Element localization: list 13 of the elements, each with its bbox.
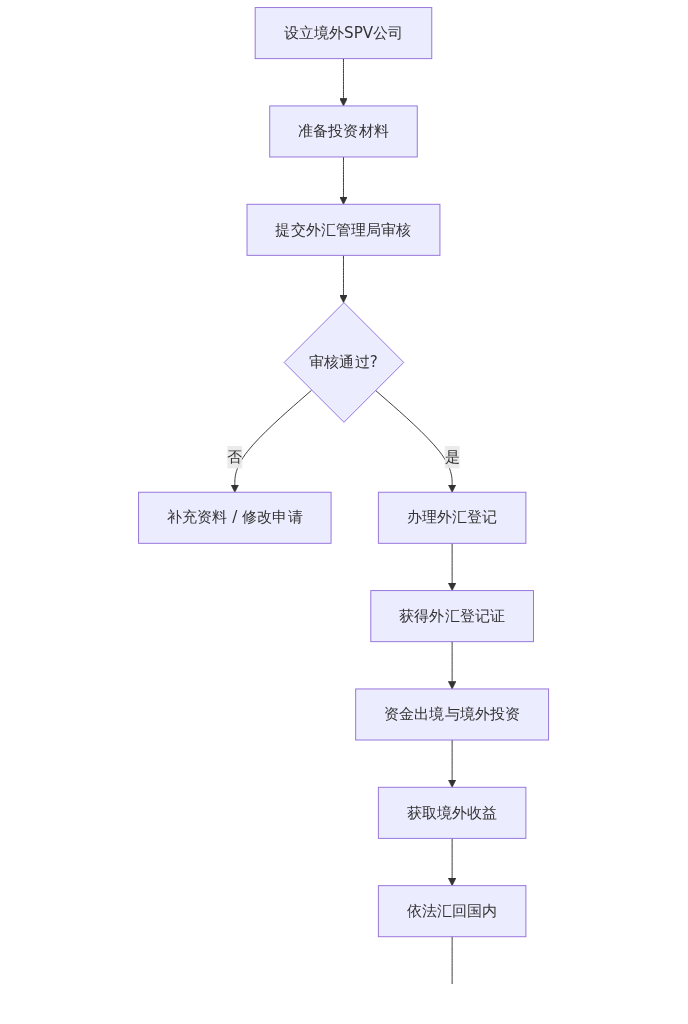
- node-box: 获取境外收益: [378, 786, 527, 839]
- edge-label: 是: [444, 447, 461, 466]
- node-box: 办理外汇登记: [378, 491, 527, 544]
- edge-label: 否: [227, 447, 243, 466]
- node-box: 设立境外SPV公司: [255, 7, 433, 60]
- node-box: 获得外汇登记证: [370, 590, 535, 643]
- node-box: 准备投资材料: [269, 105, 419, 158]
- node-box: 提交外汇管理局审核: [246, 203, 441, 256]
- node-box: 补充资料 / 修改申请: [138, 491, 332, 544]
- node-box: 资金出境与境外投资: [355, 688, 550, 741]
- node-box: 依法汇回国内: [378, 885, 527, 938]
- connector: [452, 936, 454, 985]
- node-diamond: 审核通过?: [284, 302, 405, 423]
